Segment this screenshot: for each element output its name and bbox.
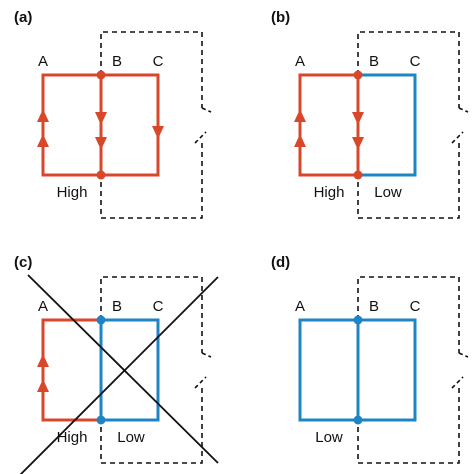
current-arrow-up-icon <box>294 109 306 122</box>
current-arrow-down-icon <box>352 137 364 150</box>
panel-label: (b) <box>271 9 290 26</box>
external-wire <box>357 143 460 219</box>
panel-c: (c) A B C High Low <box>14 254 219 474</box>
loop-left-wire <box>41 318 103 422</box>
external-wire <box>100 388 203 464</box>
junction-dot <box>96 315 106 325</box>
cross-out-line <box>19 276 219 474</box>
external-wire <box>357 276 460 353</box>
state-label-right: Low <box>117 429 145 446</box>
node-label-a: A <box>38 53 48 70</box>
node-label-c: C <box>153 298 164 315</box>
loop-right-wire <box>356 318 417 422</box>
state-label-left: High <box>314 184 345 201</box>
current-arrow-up-icon <box>37 354 49 367</box>
junction-dot <box>353 415 363 425</box>
current-arrow-down-icon <box>352 112 364 125</box>
state-label-right: Low <box>374 184 402 201</box>
external-wire <box>100 143 203 219</box>
external-wire <box>100 276 203 353</box>
state-label-left: Low <box>315 429 343 446</box>
node-label-c: C <box>410 53 421 70</box>
current-arrow-down-icon <box>152 126 164 139</box>
node-label-c: C <box>410 298 421 315</box>
panel-label: (a) <box>14 9 32 26</box>
node-label-b: B <box>369 298 379 315</box>
current-arrow-down-icon <box>95 112 107 125</box>
junction-dot <box>353 315 363 325</box>
junction-dot <box>96 415 106 425</box>
state-label-left: High <box>57 429 88 446</box>
loop-left-wire <box>298 73 360 177</box>
current-arrow-up-icon <box>37 134 49 147</box>
node-label-b: B <box>112 53 122 70</box>
external-wire <box>357 31 460 108</box>
node-label-a: A <box>295 53 305 70</box>
current-arrow-up-icon <box>294 134 306 147</box>
current-arrow-up-icon <box>37 109 49 122</box>
loop-right-wire <box>99 73 160 177</box>
panel-d: (d) A B C Low <box>271 254 469 464</box>
switch-icon <box>451 107 469 144</box>
node-label-b: B <box>369 53 379 70</box>
state-label-left: High <box>57 184 88 201</box>
junction-dot <box>353 170 363 180</box>
node-label-a: A <box>38 298 48 315</box>
current-arrow-down-icon <box>95 137 107 150</box>
junction-dot <box>353 70 363 80</box>
switch-icon <box>451 352 469 389</box>
loop-right-wire <box>99 318 160 422</box>
external-wire <box>100 31 203 108</box>
node-label-c: C <box>153 53 164 70</box>
external-wire <box>357 388 460 464</box>
switch-icon <box>194 352 212 389</box>
node-label-a: A <box>295 298 305 315</box>
switch-icon <box>194 107 212 144</box>
loop-right-wire <box>356 73 417 177</box>
current-arrow-up-icon <box>37 379 49 392</box>
panel-a: (a) A B C High <box>14 9 212 219</box>
panel-b: (b) A B C High Low <box>271 9 469 219</box>
junction-dot <box>96 70 106 80</box>
panel-label: (d) <box>271 254 290 271</box>
panel-label: (c) <box>14 254 32 271</box>
loop-left-wire <box>41 73 103 177</box>
cross-out-line <box>27 274 219 464</box>
node-label-b: B <box>112 298 122 315</box>
junction-dot <box>96 170 106 180</box>
loop-left-wire <box>298 318 360 422</box>
